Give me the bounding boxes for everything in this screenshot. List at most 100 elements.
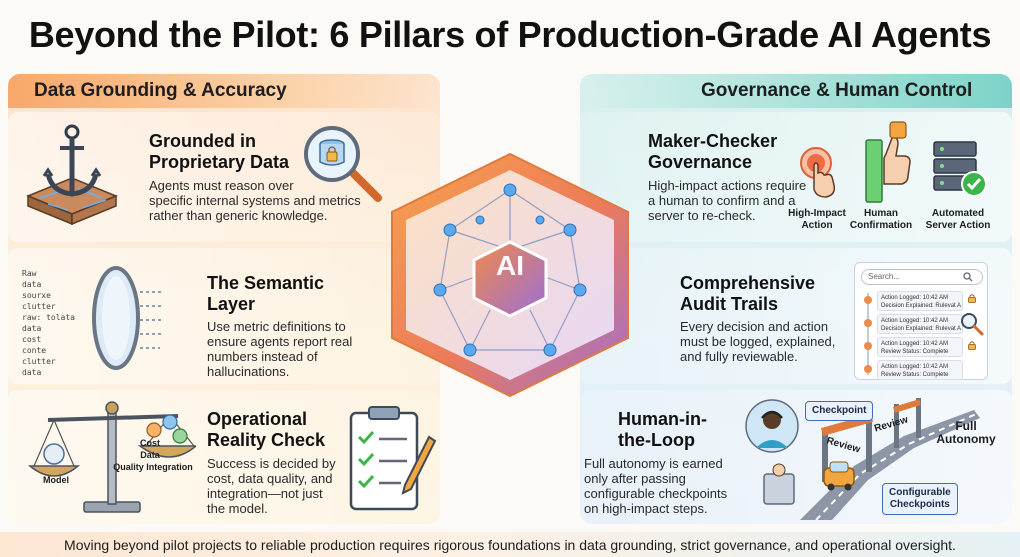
audit-log-window: Search... Action Logged: 10:42 AM Decisio… bbox=[854, 262, 988, 380]
maker-checker-body-line3: server to re-check. bbox=[648, 208, 756, 223]
semantic-body-line4: hallucinations. bbox=[207, 364, 290, 379]
step-human-line2: Confirmation bbox=[849, 220, 913, 231]
log-entry-line: Action Logged: 10:42 AM bbox=[881, 295, 949, 301]
raw-line: data bbox=[22, 280, 42, 289]
raw-line: clutter bbox=[22, 302, 56, 311]
log-entry[interactable]: Action Logged: 10:42 AM Decision Explaine… bbox=[877, 291, 963, 311]
maker-checker-body-line1: High-impact actions require bbox=[648, 178, 807, 193]
log-entry-line: Review Status: Compiete bbox=[881, 372, 949, 378]
raw-line: raw: tolata bbox=[22, 313, 75, 322]
press-button-icon bbox=[800, 147, 836, 198]
semantic-title-line1: The Semantic bbox=[207, 273, 325, 293]
server-check-icon bbox=[933, 141, 987, 197]
timeline-dot bbox=[864, 296, 872, 304]
balance-scale-icon bbox=[28, 401, 196, 513]
lens-icon bbox=[92, 266, 164, 370]
reality-body-line1: Success is decided by bbox=[207, 456, 336, 471]
hitl-body-line4: on high-impact steps. bbox=[584, 501, 708, 516]
semantic-title-line2: Layer bbox=[207, 294, 256, 314]
pillar-card-semantic bbox=[8, 248, 440, 384]
log-entry-line: Action Logged: 10:42 AM bbox=[881, 318, 949, 324]
thumbs-up-icon bbox=[865, 121, 911, 203]
audit-title-line1: Comprehensive bbox=[680, 273, 816, 293]
page-title: Beyond the Pilot: 6 Pillars of Productio… bbox=[28, 14, 992, 55]
semantic-body-line1: Use metric definitions to bbox=[207, 319, 346, 334]
hitl-body-line3: configurable checkpoints bbox=[584, 486, 728, 501]
timeline-dot bbox=[864, 319, 872, 327]
raw-line: data bbox=[22, 324, 42, 333]
full-autonomy-line1: Full bbox=[955, 419, 977, 433]
magnifier-icon bbox=[961, 313, 984, 336]
scale-label-data: Data bbox=[140, 450, 160, 460]
ai-core-label: AI bbox=[496, 250, 524, 281]
hitl-title-line1: Human-in- bbox=[618, 409, 707, 429]
step-server-line2: Server Action bbox=[925, 220, 991, 231]
maker-checker-title-line2: Governance bbox=[648, 152, 753, 172]
reality-body-line3: integration—not just bbox=[207, 486, 323, 501]
audit-body-line1: Every decision and action bbox=[680, 319, 829, 334]
step-server-line1: Automated bbox=[931, 208, 985, 219]
hitl-body-line2: only after passing bbox=[584, 471, 686, 486]
maker-checker-title-line1: Maker-Checker bbox=[648, 131, 778, 151]
left-column-header: Data Grounding & Accuracy bbox=[34, 80, 287, 101]
right-column-header-band bbox=[580, 74, 1012, 108]
database-lock-magnifier-icon bbox=[304, 126, 382, 202]
left-column-header-band bbox=[8, 74, 440, 108]
log-entry-line: Action Logged: 10:42 AM bbox=[881, 364, 949, 370]
reality-title-line2: Reality Check bbox=[207, 430, 326, 450]
audit-title-line2: Audit Trails bbox=[680, 294, 779, 314]
step-human-line1: Human bbox=[864, 208, 898, 219]
maker-checker-body-line2: a human to confirm and a bbox=[648, 193, 796, 208]
configurable-checkpoints-label: Configurable Checkpoints bbox=[882, 483, 958, 515]
scale-label-model: Model bbox=[43, 475, 69, 485]
raw-line: data bbox=[22, 368, 42, 377]
lock-icon bbox=[968, 294, 976, 303]
reality-body-line4: the model. bbox=[207, 501, 268, 516]
log-entry-line: Decision Explained: Rulevat A bbox=[881, 326, 962, 332]
reality-body-line2: cost, data quality, and bbox=[207, 471, 333, 486]
raw-line: clutter bbox=[22, 357, 56, 366]
checkpoint-label: Checkpoint bbox=[805, 401, 874, 421]
configurable-line2: Checkpoints bbox=[889, 499, 950, 510]
right-column-header: Governance & Human Control bbox=[701, 80, 973, 101]
scale-label-cost: Cost bbox=[140, 438, 160, 448]
log-entry-line: Review Status: Compiete bbox=[881, 349, 949, 355]
semantic-body-line2: ensure agents report real bbox=[207, 334, 353, 349]
audit-body-line3: and fully reviewable. bbox=[680, 349, 798, 364]
footer-caption: Moving beyond pilot projects to reliable… bbox=[0, 532, 1020, 557]
grounded-title-line1: Grounded in bbox=[149, 131, 256, 151]
log-entry[interactable]: Action Logged: 10:42 AM Review Status: Co… bbox=[877, 360, 963, 380]
log-entry-line: Action Logged: 10:42 AM bbox=[881, 341, 949, 347]
anchor-icon bbox=[26, 124, 118, 226]
semantic-body-line3: numbers instead of bbox=[207, 349, 318, 364]
audit-search-placeholder: Search... bbox=[868, 272, 901, 281]
log-entry-line: Decision Explained: Rulevat A bbox=[881, 303, 962, 309]
reality-title-line1: Operational bbox=[207, 409, 308, 429]
audit-body-line2: must be logged, explained, bbox=[680, 334, 836, 349]
raw-data-text: Raw data sourxe clutter raw: tolata data… bbox=[22, 268, 75, 378]
raw-line: cost bbox=[22, 335, 42, 344]
raw-line: Raw bbox=[22, 269, 37, 278]
checklist-icon bbox=[349, 406, 437, 511]
ai-core-hexagon bbox=[391, 152, 629, 398]
full-autonomy-line2: Autonomy bbox=[936, 432, 996, 446]
log-entry[interactable]: Action Logged: 10:42 AM Review Status: Co… bbox=[877, 337, 963, 357]
configurable-line1: Configurable bbox=[889, 487, 951, 498]
search-icon[interactable] bbox=[963, 272, 973, 282]
step-high-impact-line1: High-Impact bbox=[788, 208, 846, 219]
audit-search-input[interactable]: Search... bbox=[861, 269, 983, 285]
timeline-line bbox=[867, 293, 869, 375]
raw-line: conte bbox=[22, 346, 47, 355]
grounded-body-line1: Agents must reason over bbox=[149, 178, 294, 193]
grounded-title-line2: Proprietary Data bbox=[149, 152, 290, 172]
hitl-title-line2: the-Loop bbox=[618, 430, 695, 450]
checkpoint-road-illustration bbox=[745, 398, 980, 520]
lock-icon bbox=[968, 341, 976, 350]
log-entry[interactable]: Action Logged: 10:42 AM Decision Explaine… bbox=[877, 314, 963, 334]
scale-label-quality-integration: Quality Integration bbox=[113, 462, 193, 472]
raw-line: sourxe bbox=[22, 291, 51, 300]
grounded-body-line3: rather than generic knowledge. bbox=[149, 208, 328, 223]
timeline-dot bbox=[864, 342, 872, 350]
timeline-dot bbox=[864, 365, 872, 373]
step-high-impact-line2: Action bbox=[801, 220, 833, 231]
